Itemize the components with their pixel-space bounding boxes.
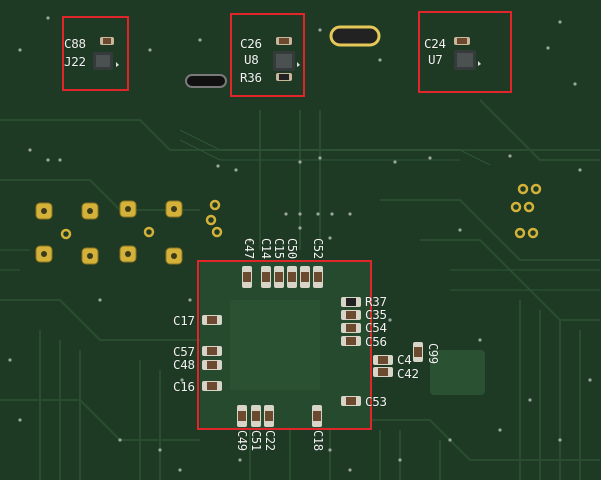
highlight-box-j22 [62,16,129,91]
highlight-box-u7 [418,11,512,93]
label-u7: U7 [428,52,443,67]
label-c26: C26 [240,36,262,51]
label-r37: R37 [365,294,387,309]
label-r36: R36 [240,70,262,85]
label-c88: C88 [64,36,86,51]
label-j22: J22 [64,54,86,69]
label-u8: U8 [244,52,259,67]
highlight-box-u8 [230,13,305,97]
label-c56: C56 [365,334,387,349]
label-c15: C15 [272,238,286,259]
label-c57: C57 [173,344,195,359]
label-c16: C16 [173,379,195,394]
label-c53: C53 [365,394,387,409]
label-c52: C52 [311,238,325,259]
highlight-box-main-chip [197,260,372,430]
label-c51: C51 [249,430,263,451]
label-c48: C48 [173,357,195,372]
label-c35: C35 [365,307,387,322]
label-c17: C17 [173,313,195,328]
label-c22: C22 [263,430,277,451]
label-c47: C47 [242,238,256,259]
label-c18: C18 [311,430,325,451]
label-c99: C99 [426,343,440,364]
label-c24: C24 [424,36,446,51]
label-c54: C54 [365,320,387,335]
label-c4: C4 [397,352,412,367]
label-c14: C14 [259,238,273,259]
label-c49: C49 [235,430,249,451]
label-c42: C42 [397,366,419,381]
label-c50: C50 [285,238,299,259]
